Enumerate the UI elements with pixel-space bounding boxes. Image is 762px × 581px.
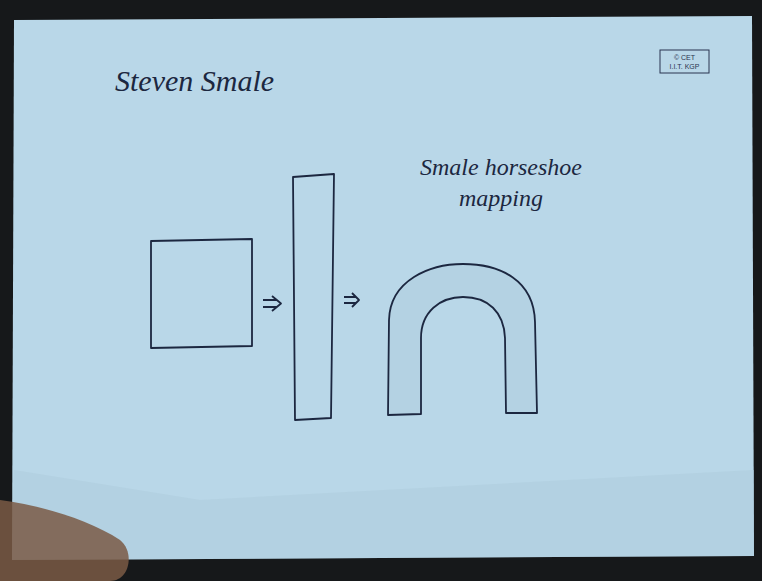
square xyxy=(151,239,252,348)
horseshoe-shape xyxy=(388,264,537,415)
hand xyxy=(0,500,129,581)
logo-box xyxy=(660,50,709,73)
implies-arrow xyxy=(344,293,359,307)
tall-rectangle xyxy=(293,174,334,420)
caption-label: Smale horseshoe mapping xyxy=(388,152,614,214)
paper-sheet xyxy=(12,16,754,560)
logo-text: I.I.T. KGP xyxy=(660,62,709,71)
heading: Steven Smale xyxy=(115,64,274,98)
implies-arrow xyxy=(263,296,281,311)
logo-text: © CET xyxy=(660,53,709,62)
